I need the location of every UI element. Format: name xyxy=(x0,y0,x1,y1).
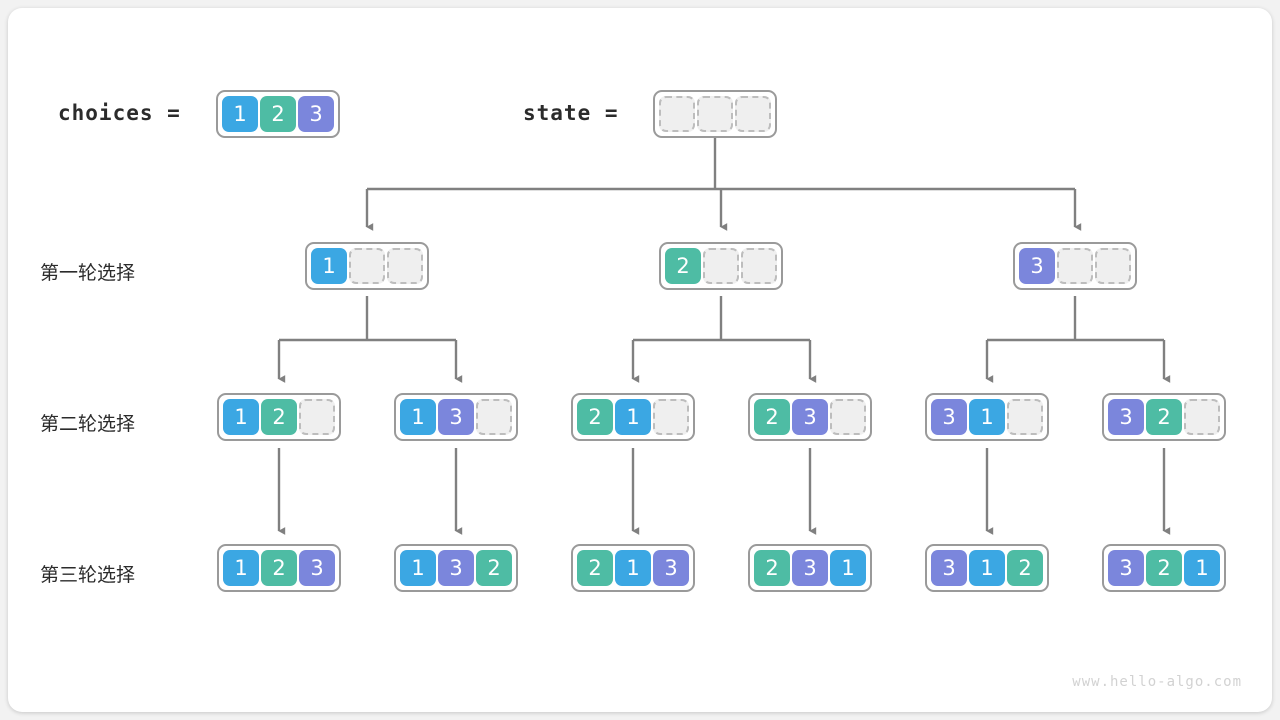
l2-n5-cell-1: 2 xyxy=(1146,399,1182,435)
l3-n5-cell-2: 1 xyxy=(1184,550,1220,586)
l3-n5-cell-0: 3 xyxy=(1108,550,1144,586)
l2-n4-cell-1: 1 xyxy=(969,399,1005,435)
l3-n1-cell-1: 3 xyxy=(438,550,474,586)
connector-layer xyxy=(277,130,1171,535)
state-array xyxy=(653,90,777,138)
l2-n0-cell-0: 1 xyxy=(223,399,259,435)
l3-n3-cell-0: 2 xyxy=(754,550,790,586)
l3-n5-cell-1: 2 xyxy=(1146,550,1182,586)
l2-n0-cell-1: 2 xyxy=(261,399,297,435)
state-node-l1-0: 1 xyxy=(305,242,429,290)
state-node-l1-2: 3 xyxy=(1013,242,1137,290)
l1-n1-cell-1 xyxy=(703,248,739,284)
l2-n3-cell-1: 3 xyxy=(792,399,828,435)
l2-n3-cell-2 xyxy=(830,399,866,435)
l1-n1-cell-0: 2 xyxy=(665,248,701,284)
l2-n1-cell-2 xyxy=(476,399,512,435)
choices-label: choices = xyxy=(58,101,181,125)
l2-n1-cell-1: 3 xyxy=(438,399,474,435)
l3-n2-cell-0: 2 xyxy=(577,550,613,586)
l1-n2-cell-2 xyxy=(1095,248,1131,284)
l1-n1-cell-2 xyxy=(741,248,777,284)
state-node-l1-1: 2 xyxy=(659,242,783,290)
l3-n2-cell-1: 1 xyxy=(615,550,651,586)
row-label-round-1: 第一轮选择 xyxy=(40,262,136,284)
l3-n1-cell-2: 2 xyxy=(476,550,512,586)
l2-n0-cell-2 xyxy=(299,399,335,435)
choices-cell-1: 2 xyxy=(260,96,296,132)
l2-n4-cell-2 xyxy=(1007,399,1043,435)
l2-n2-cell-0: 2 xyxy=(577,399,613,435)
l3-n0-cell-2: 3 xyxy=(299,550,335,586)
l1-n0-cell-1 xyxy=(349,248,385,284)
l2-n2-cell-2 xyxy=(653,399,689,435)
choices-cell-0: 1 xyxy=(222,96,258,132)
l3-n2-cell-2: 3 xyxy=(653,550,689,586)
l2-n4-cell-0: 3 xyxy=(931,399,967,435)
l1-n0-cell-0: 1 xyxy=(311,248,347,284)
l3-n0-cell-1: 2 xyxy=(261,550,297,586)
l1-n2-cell-0: 3 xyxy=(1019,248,1055,284)
l3-n3-cell-1: 3 xyxy=(792,550,828,586)
state-cell-2 xyxy=(735,96,771,132)
l3-n4-cell-0: 3 xyxy=(931,550,967,586)
l2-n3-cell-0: 2 xyxy=(754,399,790,435)
choices-cell-2: 3 xyxy=(298,96,334,132)
watermark: www.hello-algo.com xyxy=(1072,674,1242,690)
l2-n5-cell-0: 3 xyxy=(1108,399,1144,435)
row-label-round-2: 第二轮选择 xyxy=(40,413,136,435)
l3-n4-cell-2: 2 xyxy=(1007,550,1043,586)
l3-n0-cell-0: 1 xyxy=(223,550,259,586)
l3-n3-cell-2: 1 xyxy=(830,550,866,586)
l2-n2-cell-1: 1 xyxy=(615,399,651,435)
l1-n2-cell-1 xyxy=(1057,248,1093,284)
l3-n4-cell-1: 1 xyxy=(969,550,1005,586)
row-label-round-3: 第三轮选择 xyxy=(40,564,136,586)
state-label: state = xyxy=(523,101,619,125)
l1-n0-cell-2 xyxy=(387,248,423,284)
state-cell-0 xyxy=(659,96,695,132)
l3-n1-cell-0: 1 xyxy=(400,550,436,586)
state-cell-1 xyxy=(697,96,733,132)
l2-n1-cell-0: 1 xyxy=(400,399,436,435)
l2-n5-cell-2 xyxy=(1184,399,1220,435)
